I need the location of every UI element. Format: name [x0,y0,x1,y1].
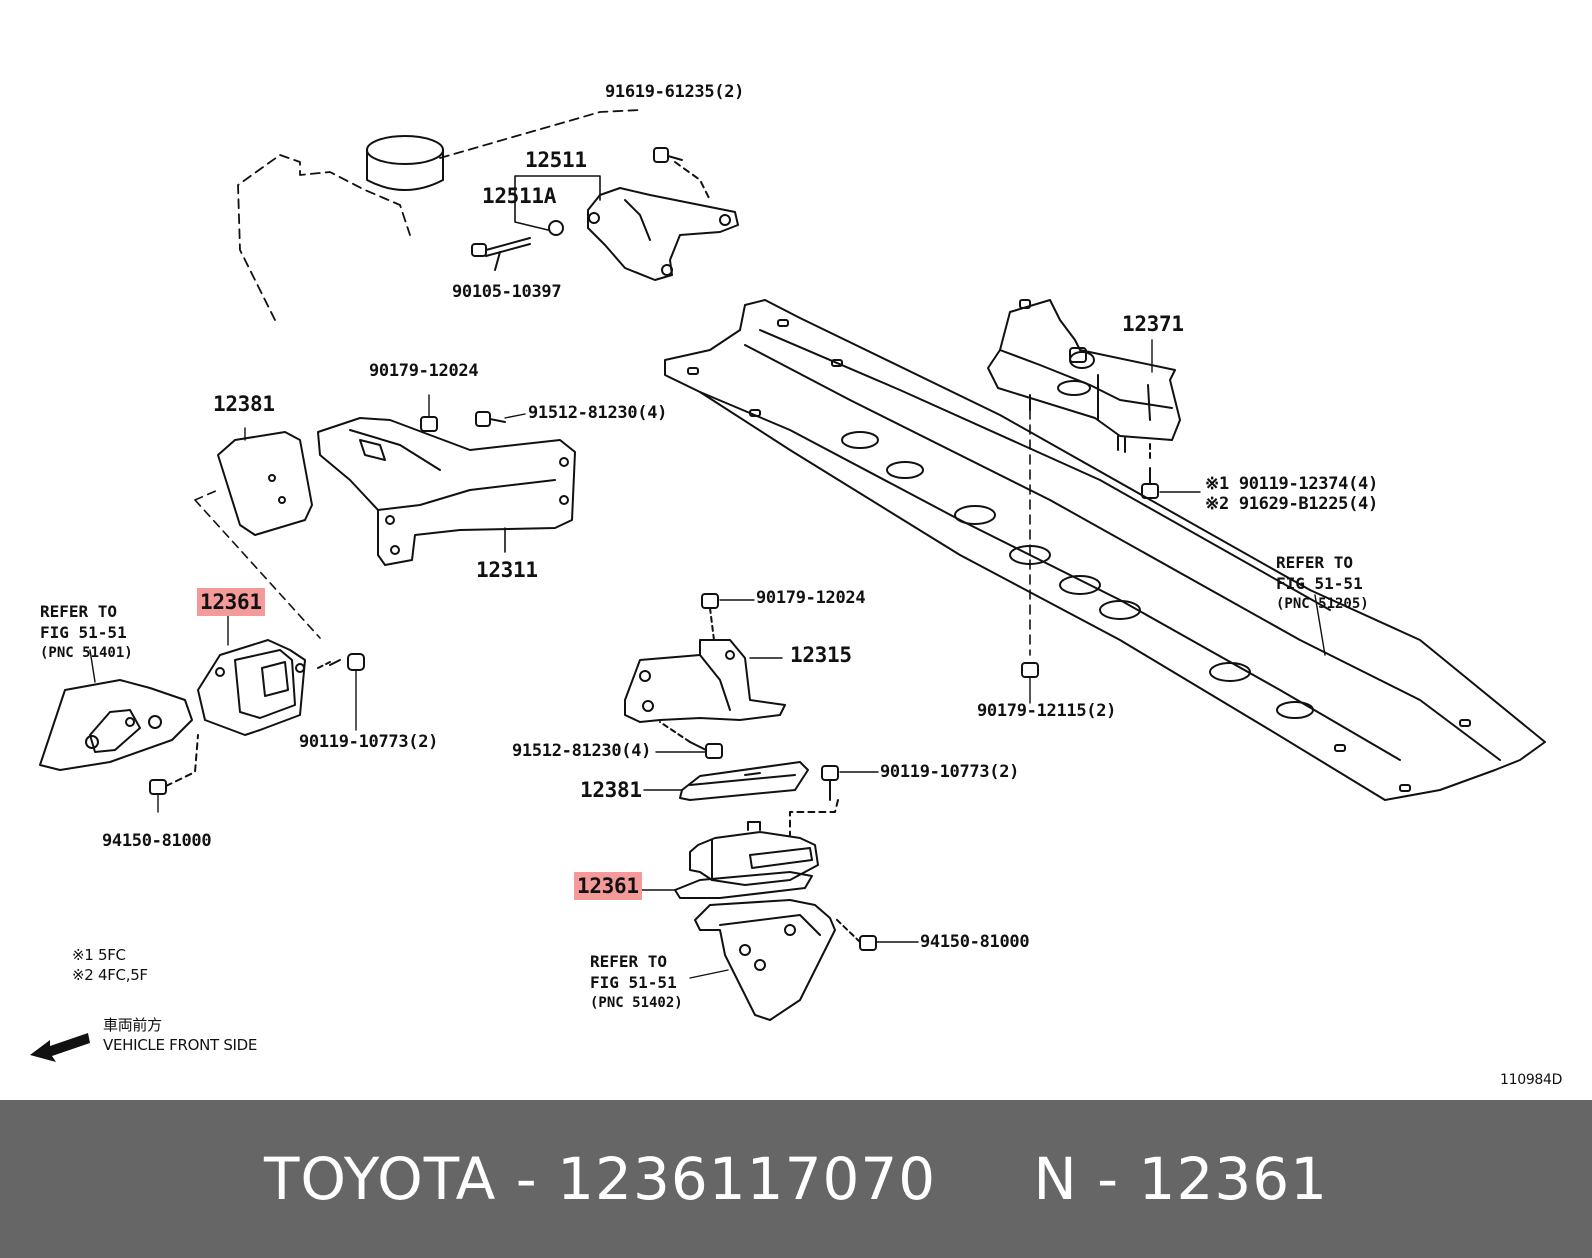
label-12381-lower: 12381 [580,778,642,802]
reference-bottom: REFER TO FIG 51-51 (PNC 51402) [590,951,683,1014]
engine-outline [237,109,641,321]
label-90119-10773-lower: 90119-10773(2) [880,762,1020,782]
label-12311: 12311 [476,558,538,582]
nut-94150-lower [834,917,919,951]
reference-right-line2: FIG 51-51 [1276,574,1363,593]
bolt-90119-12374 [1141,441,1201,499]
bolt-91619 [653,147,711,201]
reference-right-line1: REFER TO [1276,553,1354,572]
reference-bottom-line1: REFER TO [590,952,668,971]
label-91512-81230-middle: 91512-81230(4) [512,741,652,761]
reference-bottom-pnc: (PNC 51402) [590,995,683,1011]
label-12371: 12371 [1122,312,1184,336]
vehicle-front-arrow-icon [30,1033,90,1062]
part-12361-mount-upper [197,611,306,736]
parts-diagram: 91619-61235(2) 12511 12511A 90105-10397 … [30,82,1563,1088]
vehicle-front-label-jp: 車両前方 [103,1016,162,1034]
label-91512-81230-upper: 91512-81230(4) [528,403,668,423]
nut-90179-upper [420,394,438,432]
label-90179-12024-upper: 90179-12024 [369,361,479,381]
part-number-text: TOYOTA - 1236117070 N - 12361 [263,1145,1329,1213]
reference-left-pnc: (PNC 51401) [40,645,133,661]
label-90179-12024-middle: 90179-12024 [756,588,866,608]
bolt-90105 [471,237,531,271]
label-12361-lower: 12361 [574,872,642,900]
frame-bracket-bottom [689,899,836,1021]
label-12315: 12315 [790,643,852,667]
bolt-91512-upper [475,411,526,427]
reference-right-pnc: (PNC 51205) [1276,596,1369,612]
nut-90179-12115 [1021,662,1039,704]
note-2: ※2 4FC,5F [72,966,148,984]
part-12361-mount-lower [635,821,819,899]
part-12381-pad-upper [217,427,313,536]
part-12511-bracket [587,187,739,281]
nut-90179-middle [701,593,755,641]
note-1: ※1 5FC [72,946,126,964]
label-91629-b1225: ※2 91629-B1225(4) [1205,494,1378,514]
label-90119-10773-upper: 90119-10773(2) [299,732,439,752]
label-12381-upper: 12381 [213,392,275,416]
label-90179-12115: 90179-12115(2) [977,701,1117,721]
label-91619-61235: 91619-61235(2) [605,82,745,102]
reference-left-line1: REFER TO [40,602,118,621]
frame-rail [664,299,1546,801]
label-12511: 12511 [525,148,587,172]
engine-oil-cap [366,135,444,165]
label-12511a: 12511A [482,184,557,208]
label-12361-upper-text: 12361 [197,588,265,616]
diagram-drawing [30,109,1546,1062]
part-12311-crossmember [317,417,576,566]
part-number-banner: TOYOTA - 1236117070 N - 12361 [0,1100,1592,1258]
nut-12511a [548,220,564,236]
nut-94150-left [149,734,199,813]
label-12361-lower-text: 12361 [574,872,642,900]
bolt-90119-upper [317,653,365,731]
reference-bottom-line2: FIG 51-51 [590,973,677,992]
label-94150-81000-lower: 94150-81000 [920,932,1030,952]
part-12381-pad-lower [643,761,809,801]
reference-left-line2: FIG 51-51 [40,623,127,642]
part-12315-bracket [624,639,786,723]
reference-left: REFER TO FIG 51-51 (PNC 51401) [40,601,133,664]
part-12371-mount-right [987,299,1181,453]
vehicle-front-label-en: VEHICLE FRONT SIDE [103,1036,258,1054]
label-90105-10397: 90105-10397 [452,282,562,302]
frame-bracket-left [39,649,193,771]
label-90119-12374: ※1 90119-12374(4) [1205,474,1378,494]
bolt-91512-middle [655,721,723,759]
label-12361-upper: 12361 [197,588,265,616]
reference-right: REFER TO FIG 51-51 (PNC 51205) [1276,552,1369,615]
bolt-90119-lower [789,765,879,836]
figure-code: 110984D [1500,1072,1563,1088]
label-94150-81000-left: 94150-81000 [102,831,212,851]
